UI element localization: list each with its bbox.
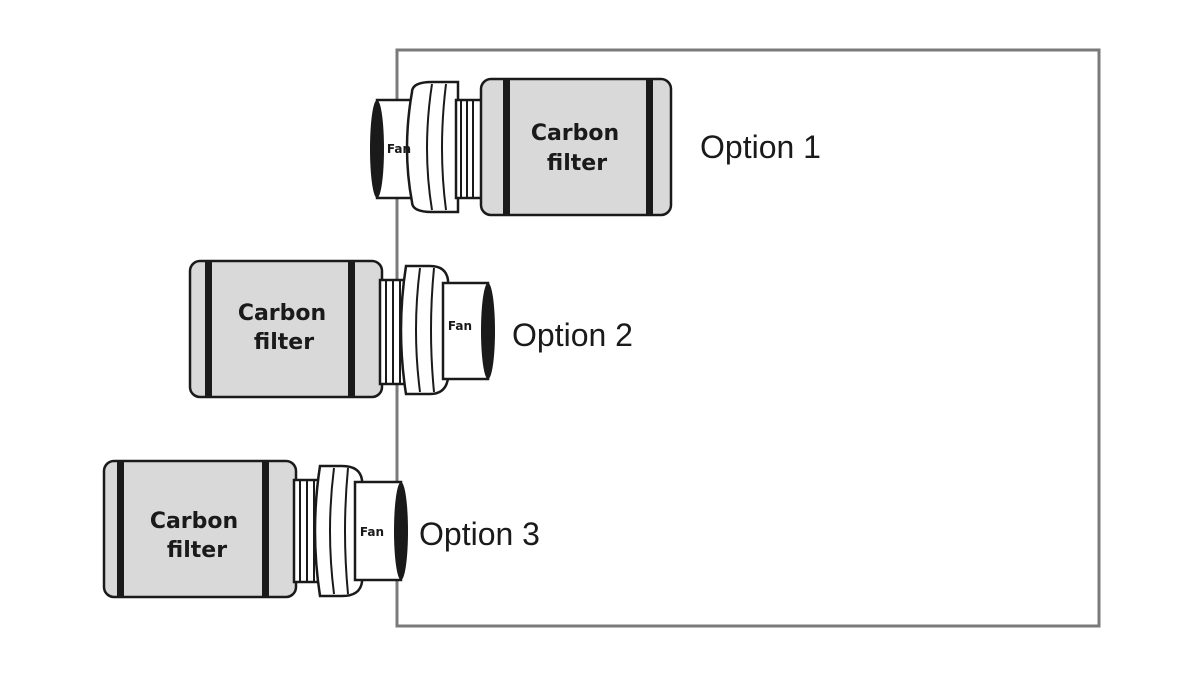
fan-label: Fan [448, 319, 472, 333]
filter-label-line1: Carbon [531, 121, 619, 146]
fan-label: Fan [360, 525, 384, 539]
option-3-assembly: Carbon filter Fan [102, 459, 408, 599]
option-1-assembly: Carbon filter Fan [370, 77, 673, 217]
option-1-label: Option 1 [700, 129, 821, 165]
option-3-label: Option 3 [419, 516, 540, 552]
filter-label-line2: filter [167, 538, 227, 563]
filter-label-line2: filter [254, 330, 314, 355]
filter-label-line2: filter [547, 151, 607, 176]
filter-label-line1: Carbon [238, 301, 326, 326]
filter-label-line1: Carbon [150, 509, 238, 534]
option-2-label: Option 2 [512, 317, 633, 353]
option-2-assembly: Carbon filter Fan [188, 259, 495, 399]
fan-label: Fan [387, 142, 411, 156]
